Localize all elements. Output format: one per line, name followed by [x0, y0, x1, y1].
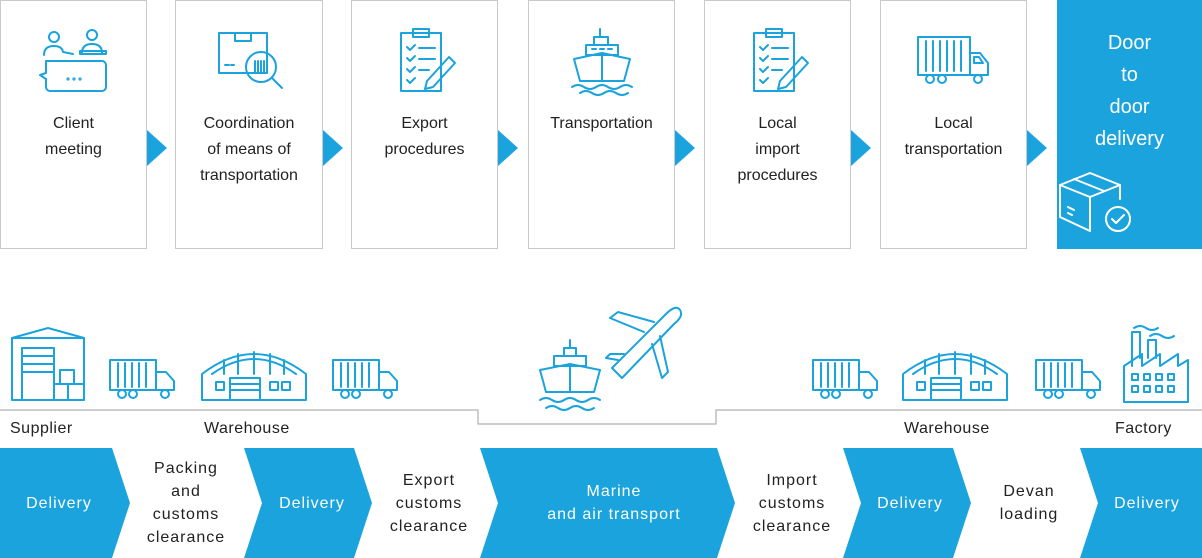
process-card-transportation: Transportation: [528, 0, 675, 249]
warehouse-icon: [902, 351, 1008, 401]
flow-segment-export-customs: [354, 448, 498, 558]
flow-segment-import-customs: [717, 448, 861, 558]
logistics-scene: [0, 306, 1202, 425]
truck-icon: [1035, 359, 1101, 399]
warehouse-label: Warehouse: [904, 420, 990, 437]
checklist-icon: [752, 28, 809, 92]
warehouse-label: Warehouse: [204, 420, 290, 437]
flow-segment-packing: [112, 448, 262, 558]
flow-step-delivery: Delivery: [26, 494, 92, 512]
supplier-building-icon: [11, 327, 85, 401]
process-step-label: Transportation: [550, 115, 653, 132]
flow-step-delivery: Delivery: [877, 494, 943, 512]
process-arrow: [323, 130, 343, 166]
flow-band: [0, 448, 1202, 558]
process-arrow: [851, 130, 871, 166]
process-arrow: [147, 130, 167, 166]
ground-line: [0, 409, 1202, 425]
ship-icon: [570, 28, 633, 96]
delivered-box-icon: [1059, 172, 1131, 232]
factory-label: Factory: [1115, 420, 1172, 437]
flow-step-delivery: Delivery: [1114, 494, 1180, 512]
truck-icon: [332, 359, 398, 399]
process-arrow: [1027, 130, 1047, 166]
checklist-icon: [399, 28, 456, 92]
truck-icon: [109, 359, 175, 399]
warehouse-icon: [201, 351, 307, 401]
process-arrow: [675, 130, 695, 166]
truck-icon: [916, 36, 989, 84]
flow-segment-devan: [953, 448, 1098, 558]
flow-step-delivery: Delivery: [279, 494, 345, 512]
supplier-label: Supplier: [10, 420, 73, 437]
truck-icon: [812, 359, 878, 399]
ship-icon: [539, 339, 601, 411]
factory-icon: [1123, 325, 1189, 403]
package-inspection-icon: [218, 32, 283, 89]
process-arrow: [498, 130, 518, 166]
airplane-icon: [605, 306, 683, 379]
client-meeting-icon: [38, 29, 107, 92]
